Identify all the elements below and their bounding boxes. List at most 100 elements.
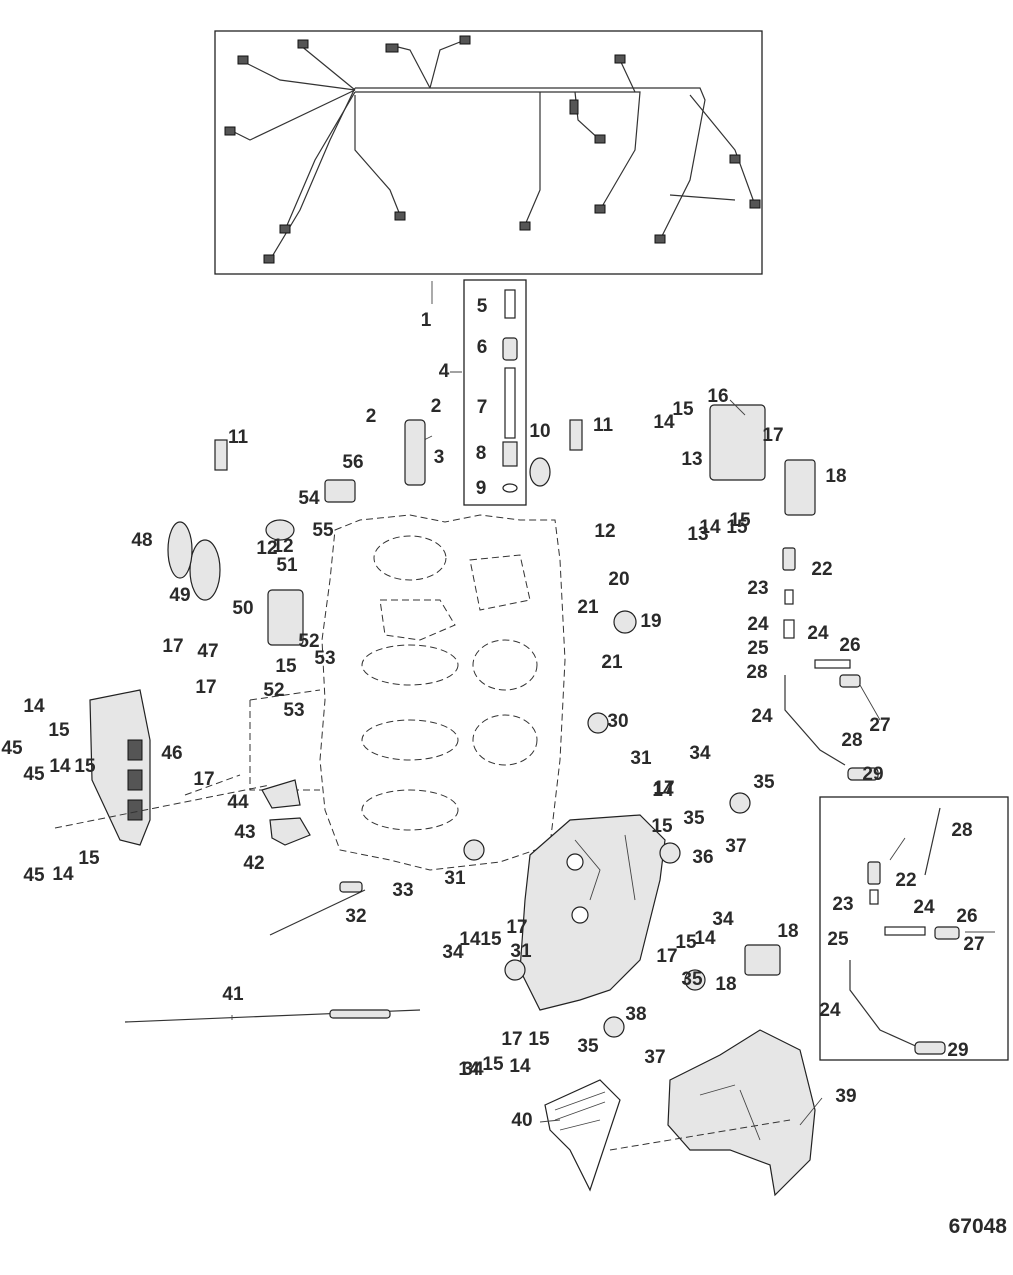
callout-21: 21 [577,597,599,618]
callout-32: 32 [345,906,366,927]
callout-17: 17 [656,946,677,967]
callout-22: 22 [895,870,916,891]
callout-17: 17 [193,769,214,790]
callout-15: 15 [729,510,751,531]
callout-41: 41 [222,984,244,1005]
callout-33: 33 [392,880,413,901]
callout-45: 45 [23,764,45,785]
callout-48: 48 [131,530,152,551]
callout-24: 24 [819,1000,841,1021]
callout-14: 14 [652,780,674,801]
callout-15: 15 [726,517,748,538]
callout-44: 44 [227,792,249,813]
callout-56: 56 [342,452,363,473]
callout-1: 1 [421,310,432,331]
callout-14: 14 [458,1059,480,1080]
ecm-module [89,689,151,846]
callout-9: 9 [476,478,487,499]
callout-27: 27 [963,934,984,955]
callout-37: 37 [725,836,746,857]
callout-34: 34 [689,743,711,764]
callout-35: 35 [577,1036,599,1057]
electrical-cover [667,1029,816,1197]
relay-block [709,404,816,976]
callout-43: 43 [234,822,255,843]
misc-fasteners [54,419,791,1151]
callout-35: 35 [681,969,703,990]
callout-14: 14 [694,928,716,949]
callout-27: 27 [869,715,890,736]
callout-45: 45 [1,738,23,759]
callout-29: 29 [862,764,883,785]
callout-12: 12 [272,536,293,557]
callout-19: 19 [640,611,661,632]
callout-38: 38 [625,1004,646,1025]
callout-45: 45 [23,865,45,886]
callout-18: 18 [777,921,798,942]
callout-14: 14 [459,929,481,950]
callout-40: 40 [511,1110,532,1131]
callout-12: 12 [594,521,615,542]
callout-4: 4 [439,361,450,382]
callout-34: 34 [442,942,464,963]
electrical-bracket [519,814,666,1011]
drawing-number: 67048 [948,1215,1007,1238]
callout-29: 29 [947,1040,968,1061]
decal [544,1079,621,1192]
callout-26: 26 [956,906,977,927]
callout-14: 14 [52,864,74,885]
callout-14: 14 [23,696,45,717]
callout-25: 25 [827,929,849,950]
callout-34: 34 [462,1059,484,1080]
callout-21: 21 [601,652,623,673]
callout-18: 18 [715,974,736,995]
callout-24: 24 [807,623,829,644]
callout-34: 34 [712,909,734,930]
callout-36: 36 [692,847,713,868]
callout-35: 35 [753,772,775,793]
callout-26: 26 [839,635,860,656]
callout-24: 24 [913,897,935,918]
callout-30: 30 [607,711,628,732]
wiring-harness-inset [214,30,763,275]
callout-51: 51 [276,555,298,576]
callout-5: 5 [477,296,488,317]
callout-14: 14 [653,412,675,433]
callout-18: 18 [825,466,846,487]
callout-12: 12 [256,538,277,559]
callout-17: 17 [162,636,183,657]
callout-25: 25 [747,638,769,659]
callout-15: 15 [675,932,697,953]
callout-10: 10 [529,421,550,442]
callout-46: 46 [161,743,182,764]
callout-28: 28 [951,820,972,841]
callout-53: 53 [283,700,304,721]
callout-7: 7 [477,397,488,418]
callout-15: 15 [651,816,673,837]
callout-17: 17 [653,778,674,799]
callout-23: 23 [747,578,768,599]
callout-17: 17 [501,1029,522,1050]
sensor-kit-inset [423,279,527,506]
callout-15: 15 [672,399,694,420]
callout-14: 14 [49,756,71,777]
callout-47: 47 [197,641,218,662]
callout-31: 31 [630,748,652,769]
callout-37: 37 [644,1047,665,1068]
callout-52: 52 [298,631,319,652]
callout-42: 42 [243,853,264,874]
callout-28: 28 [841,730,862,751]
callout-39: 39 [835,1086,856,1107]
callout-24: 24 [751,706,773,727]
callout-54: 54 [298,488,320,509]
fuel-hose-assembly [782,547,881,781]
callout-24: 24 [747,614,769,635]
callout-15: 15 [48,720,70,741]
callout-23: 23 [832,894,853,915]
leader-lines [231,281,906,1126]
callout-15: 15 [528,1029,550,1050]
long-sensor-cable [124,881,421,1023]
callout-15: 15 [480,929,502,950]
fuel-fitting-inset [819,796,1009,1061]
